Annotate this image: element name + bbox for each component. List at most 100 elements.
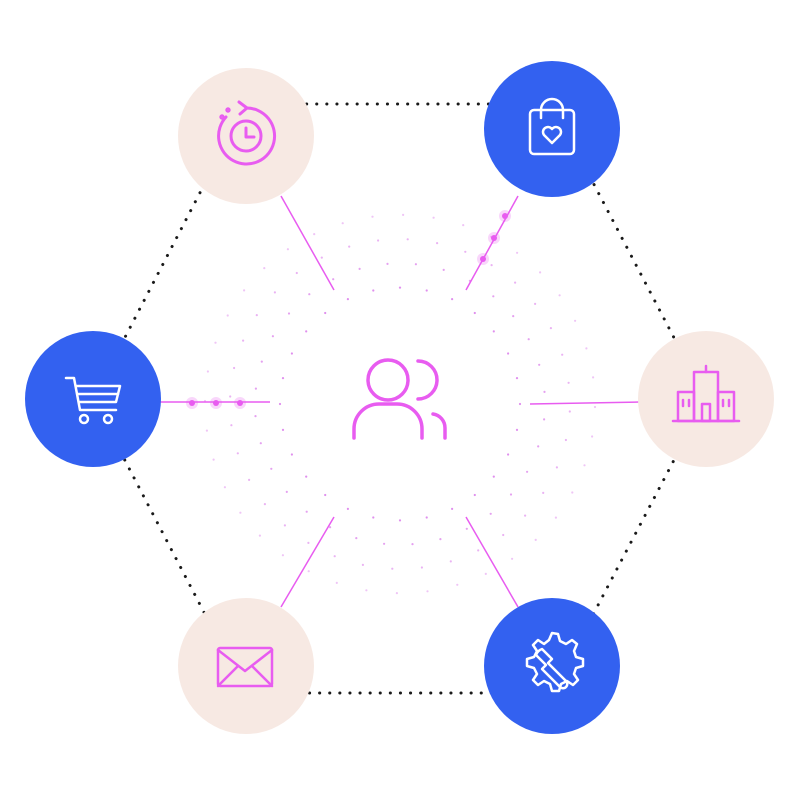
radial-dot	[432, 216, 435, 219]
radial-dot	[281, 377, 285, 380]
radial-dot	[271, 335, 274, 338]
radial-dot	[236, 452, 239, 455]
radial-dot	[537, 445, 540, 448]
pulse-dot	[237, 400, 243, 406]
radial-dot	[372, 289, 375, 292]
radial-dot	[442, 268, 445, 271]
radial-dot	[295, 271, 298, 275]
radial-dot	[391, 567, 394, 570]
radial-dot	[568, 410, 571, 413]
radial-dot	[270, 467, 273, 470]
gear-wrench-icon	[525, 631, 585, 693]
radial-dot	[226, 314, 229, 317]
radial-dot	[398, 286, 402, 289]
shopping-cart-icon	[64, 376, 122, 425]
radial-dot	[223, 486, 226, 489]
radial-dot	[281, 428, 285, 431]
radial-dot	[507, 352, 510, 355]
radial-dot	[554, 516, 558, 519]
radial-dot	[515, 428, 519, 431]
radial-dot	[502, 533, 505, 537]
radial-dot	[260, 360, 263, 363]
radial-dot	[286, 248, 289, 251]
radial-dot	[333, 555, 336, 558]
radial-dot	[233, 366, 236, 370]
radial-dot	[305, 475, 308, 478]
node-email[interactable]	[178, 598, 314, 734]
envelope-icon	[216, 646, 274, 688]
spoke-building	[529, 401, 641, 405]
radial-dot-pattern	[203, 213, 597, 595]
node-building[interactable]	[638, 331, 774, 467]
spoke-history	[280, 195, 335, 291]
radial-dot	[583, 464, 586, 467]
radial-dot	[248, 478, 251, 481]
spoke-email	[280, 516, 335, 608]
radial-dot	[307, 541, 310, 545]
radial-dot	[290, 453, 293, 456]
radial-dot	[490, 264, 493, 267]
radial-dot	[464, 250, 467, 253]
radial-dot	[456, 583, 459, 586]
radial-dot	[283, 524, 286, 527]
radial-dot	[324, 493, 327, 497]
radial-dot	[509, 493, 513, 496]
radial-dot	[335, 581, 338, 585]
radial-dot	[372, 516, 375, 519]
radial-dot	[426, 590, 429, 593]
node-history[interactable]	[178, 68, 314, 204]
radial-dot	[281, 554, 284, 557]
radial-dot	[543, 418, 546, 421]
radial-dot	[558, 294, 561, 297]
node-settings[interactable]	[484, 598, 620, 734]
radial-dot	[542, 491, 545, 494]
radial-dot	[358, 267, 361, 270]
radial-dot	[329, 526, 332, 529]
radial-dot	[451, 507, 454, 510]
radial-dot	[514, 281, 517, 284]
node-building-circle	[638, 331, 774, 467]
users-icon	[352, 358, 447, 440]
radial-dot	[313, 233, 316, 236]
radial-dot	[507, 453, 510, 456]
radial-dot	[420, 566, 423, 569]
radial-dot	[492, 295, 495, 298]
radial-dot	[229, 395, 232, 398]
radial-dot	[214, 341, 217, 344]
radial-dot	[258, 534, 261, 537]
radial-dot	[527, 338, 530, 341]
radial-dot	[324, 311, 327, 315]
radial-dot	[592, 376, 595, 379]
radial-dot	[263, 503, 266, 506]
radial-dot	[305, 330, 308, 333]
spoke-settings	[465, 516, 519, 608]
radial-dot	[254, 415, 257, 418]
node-cart[interactable]	[25, 331, 161, 467]
radial-dot	[320, 256, 323, 259]
radial-dot	[539, 271, 542, 274]
radial-dot	[355, 537, 358, 540]
radial-dot	[346, 507, 349, 510]
radial-dot	[526, 470, 529, 473]
radial-dot	[439, 538, 442, 541]
radial-dot	[285, 490, 288, 493]
radial-dot	[465, 527, 468, 530]
radial-dot	[398, 519, 402, 522]
radial-dot	[516, 251, 519, 254]
radial-dot	[411, 543, 414, 546]
pulse-dot	[189, 400, 195, 406]
radial-dot	[449, 560, 452, 563]
pulse-dot	[480, 256, 486, 262]
spokes	[158, 195, 641, 608]
radial-dot	[365, 589, 368, 592]
radial-dot	[386, 262, 389, 265]
radial-dot	[377, 239, 380, 242]
hexagon-dotted-outline	[91, 102, 708, 695]
radial-dot	[371, 215, 374, 218]
node-shopping-bag[interactable]	[484, 61, 620, 197]
pulse-dot	[502, 213, 508, 219]
radial-dot	[555, 466, 559, 469]
radial-dot	[290, 352, 293, 355]
radial-dot	[538, 363, 541, 366]
radial-dot	[254, 387, 257, 390]
